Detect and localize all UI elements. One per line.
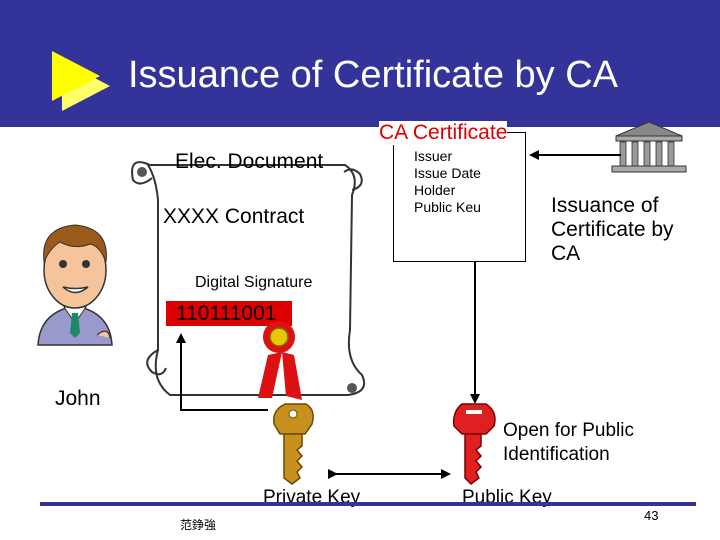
certificate-title: CA Certificate xyxy=(379,121,508,145)
certificate-field: Public Keu xyxy=(414,199,481,215)
issuance-label-line: CA xyxy=(551,242,581,265)
signature-label: Digital Signature xyxy=(195,274,313,291)
issuance-label: Issuance of Certificate by CA xyxy=(551,194,674,266)
signature-value: 110111001 xyxy=(166,301,292,326)
certificate-field: Holder xyxy=(414,182,456,198)
footer-rule xyxy=(40,502,696,506)
person-name: John xyxy=(55,387,101,410)
certificate-fields: Issuer Issue Date Holder Public Keu xyxy=(414,148,481,216)
public-key-note-line: Open for Public xyxy=(503,420,634,441)
footer-author: 范錚強 xyxy=(180,518,217,532)
page-number: 43 xyxy=(644,508,659,523)
public-key-note: Open for Public Identification xyxy=(503,419,634,467)
public-key-note-line: Identification xyxy=(503,444,610,465)
certificate-field: Issue Date xyxy=(414,165,481,181)
header-band xyxy=(0,0,720,127)
document-heading: Elec. Document xyxy=(175,150,324,173)
page-title: Issuance of Certificate by CA xyxy=(128,54,618,96)
issuance-label-line: Certificate by xyxy=(551,218,674,241)
issuance-label-line: Issuance of xyxy=(551,194,659,217)
certificate-field: Issuer xyxy=(414,148,453,164)
document-body: XXXX Contract xyxy=(163,205,305,228)
